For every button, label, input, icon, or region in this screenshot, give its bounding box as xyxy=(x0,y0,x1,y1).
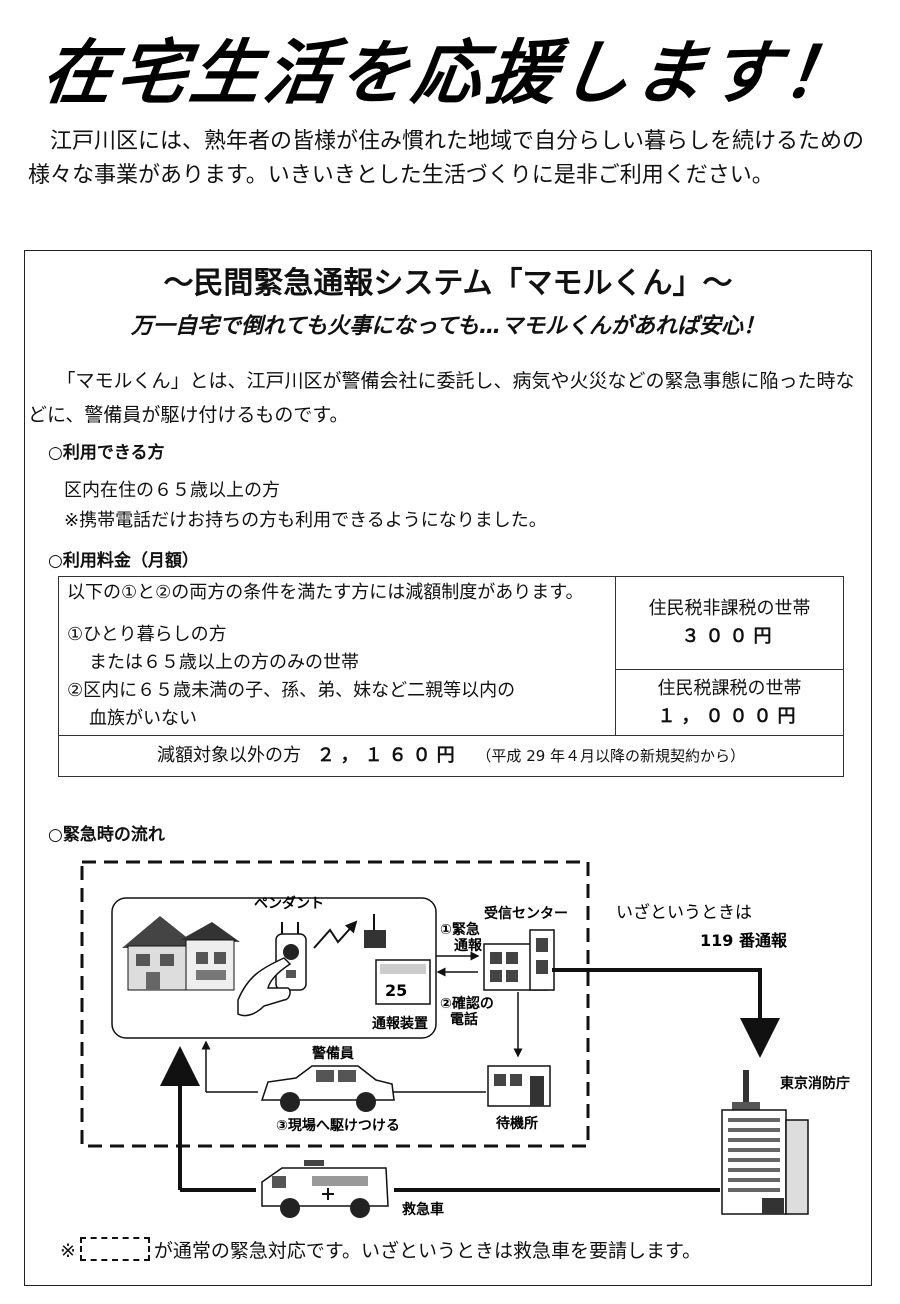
page-title: 在宅生活を応援します！ xyxy=(37,32,863,114)
center-label: 受信センター xyxy=(484,905,568,922)
house-icon xyxy=(122,916,240,991)
eligibility-line-2: ※携帯電話だけお持ちの方も利用できるようになりました。 xyxy=(64,510,547,531)
device-label: 通報装置 xyxy=(372,1015,428,1032)
step1-label-a: ①緊急 xyxy=(440,921,480,938)
nontax-amount: ３００円 xyxy=(681,626,778,647)
fire-dept-building-icon xyxy=(721,1070,809,1215)
fee-table: 以下の①と②の両方の条件を満たす方には減額制度があります。 ①ひとり暮らしの方 … xyxy=(58,576,844,777)
eligibility-line-1: 区内在住の６５歳以上の方 xyxy=(64,480,280,501)
communicator-icon: 25 xyxy=(364,914,431,1005)
footnote: ※ が通常の緊急対応です。いざというときは救急車を要請します。 xyxy=(60,1236,860,1266)
eligibility-heading: ○利用できる方 xyxy=(48,443,165,463)
dashed-box-legend-icon xyxy=(79,1237,150,1261)
center-building-icon xyxy=(483,929,555,991)
info-frame xyxy=(24,250,872,1286)
nontax-label: 住民税非課税の世帯 xyxy=(648,598,811,619)
step1-label-b: 通報 xyxy=(454,937,483,954)
step3-label: ③現場へ駆けつける xyxy=(276,1117,400,1134)
normal-response-boundary xyxy=(80,860,590,1148)
guard-label: 警備員 xyxy=(312,1045,354,1062)
fire-dept-label: 東京消防庁 xyxy=(780,1075,850,1092)
flow-heading: ○緊急時の流れ xyxy=(48,825,165,845)
condition-intro: 以下の①と②の両方の条件を満たす方には減額制度があります。 xyxy=(67,582,584,603)
fee-tax-cell: 住民税課税の世帯 １，０００円 xyxy=(615,669,844,736)
condition-2a: ②区内に６５歳未満の子、孫、弟、妹など二親等以内の xyxy=(67,680,516,701)
hand-icon xyxy=(237,957,292,1017)
step2-label-b: 電話 xyxy=(450,1011,478,1028)
emergency-label-a: いざというときは xyxy=(616,902,752,923)
signal-arrow xyxy=(313,920,358,949)
other-label: 減額対象以外の方 xyxy=(156,745,301,766)
condition-1b: または６５歳以上の方のみの世帯 xyxy=(89,652,359,673)
other-note: （平成 29 年４月以降の新規契約から） xyxy=(476,747,746,765)
other-amount: ２，１６０円 xyxy=(316,745,461,766)
eligibility-block: 区内在住の６５歳以上の方 ※携帯電話だけお持ちの方も利用できるようになりました。 xyxy=(64,476,547,536)
system-title: ～民間緊急通報システム「マモルくん」～ xyxy=(163,266,733,301)
standby-building-icon xyxy=(487,1065,551,1107)
emergency-flow-diagram: ペンダント 25 通報装置 ①緊急 通報 ②確認の 電話 受信センター xyxy=(80,860,850,1218)
system-subtitle: 万一自宅で倒れても火事になっても…マモルくんがあれば安心！ xyxy=(130,314,766,339)
fee-other-row: 減額対象以外の方 ２，１６０円 （平成 29 年４月以降の新規契約から） xyxy=(58,735,844,777)
tax-label: 住民税課税の世帯 xyxy=(657,677,802,699)
intro-text: 江戸川区には、熟年者の皆様が住み慣れた地域で自分らしい暮らしを続けるための様々な… xyxy=(28,129,865,188)
pendant-label: ペンダント xyxy=(254,895,324,912)
arrow-to-fire-dept xyxy=(552,968,780,1058)
footnote-prefix: ※ xyxy=(60,1240,76,1262)
fee-conditions-cell: 以下の①と②の両方の条件を満たす方には減額制度があります。 ①ひとり暮らしの方 … xyxy=(58,576,616,736)
guard-car-icon xyxy=(260,1065,395,1112)
emergency-label-b: 119 番通報 xyxy=(700,931,788,950)
standby-label: 待機所 xyxy=(496,1115,538,1132)
step2-label-a: ②確認の xyxy=(440,995,494,1012)
condition-2b: 血族がいない xyxy=(89,708,197,729)
svg-text:25: 25 xyxy=(385,981,407,1000)
ambulance-icon xyxy=(261,1160,389,1218)
footnote-text: が通常の緊急対応です。いざというときは救急車を要請します。 xyxy=(153,1240,702,1262)
tax-amount: １，０００円 xyxy=(657,705,802,727)
fee-nontax-cell: 住民税非課税の世帯 ３００円 xyxy=(615,576,844,670)
ambulance-label: 救急車 xyxy=(402,1201,444,1218)
system-description: 「マモルくん」とは、江戸川区が警備会社に委託し、病気や火災などの緊急事態に陥った… xyxy=(28,370,855,426)
fees-heading: ○利用料金（月額） xyxy=(48,551,199,571)
condition-1a: ①ひとり暮らしの方 xyxy=(67,624,227,645)
